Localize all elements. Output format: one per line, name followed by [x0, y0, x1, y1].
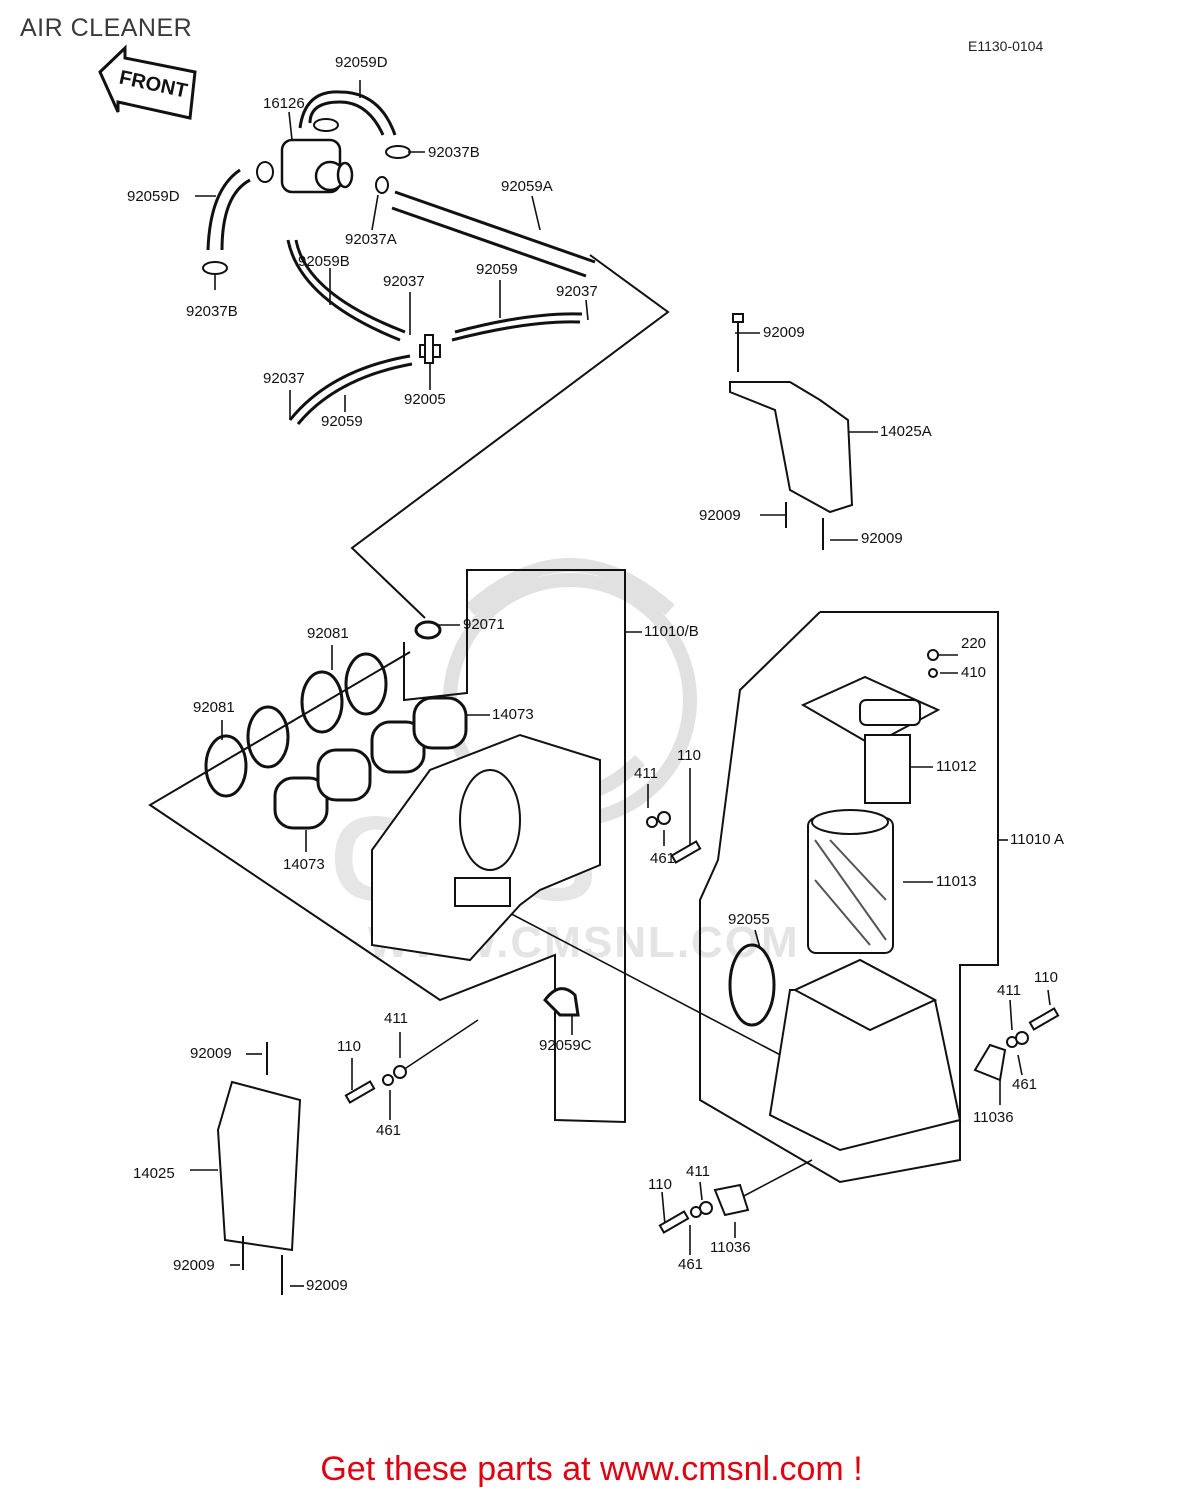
- part-label: 220: [961, 635, 987, 652]
- part-label: 14073: [492, 706, 534, 723]
- part-label: 92009: [763, 324, 805, 341]
- part-label: 11012: [936, 758, 977, 775]
- brackets-11036: [713, 1043, 1007, 1217]
- part-label: 92009: [306, 1277, 348, 1294]
- t-joint-92005: [419, 334, 441, 364]
- part-label: 461: [678, 1256, 704, 1273]
- part-label: 11036: [973, 1109, 1014, 1126]
- gasket-92055: [728, 943, 776, 1027]
- part-label: 92037: [263, 370, 305, 387]
- part-label: 410: [961, 664, 987, 681]
- part-label: 11010/B: [644, 623, 699, 640]
- fitting-92071: [414, 620, 442, 640]
- clamps: [202, 118, 411, 275]
- part-label: 92005: [404, 391, 446, 408]
- boots-14073: [273, 696, 468, 830]
- part-label: 411: [997, 982, 1021, 999]
- footer-link[interactable]: Get these parts at www.cmsnl.com !: [320, 1450, 863, 1488]
- part-label: 461: [376, 1122, 402, 1139]
- assembly-outlines: [148, 254, 999, 1184]
- cover-11012: [800, 675, 941, 804]
- part-label: 110: [648, 1176, 672, 1193]
- part-label: 92081: [193, 699, 235, 716]
- housing-11010a: [768, 958, 962, 1152]
- part-label: 92071: [463, 616, 505, 633]
- part-label: 92009: [861, 530, 903, 547]
- part-label: 110: [1034, 969, 1058, 986]
- part-label: 14073: [283, 856, 325, 873]
- part-label: 411: [634, 765, 658, 782]
- part-label: 92009: [190, 1045, 232, 1062]
- case-11010b: [371, 733, 601, 962]
- bolts: [344, 649, 1060, 1234]
- part-label: 11036: [710, 1239, 751, 1256]
- part-label: 92009: [173, 1257, 215, 1274]
- part-label: 92037: [383, 273, 425, 290]
- cover-14025a: [729, 313, 854, 550]
- part-label: 92059D: [335, 54, 388, 71]
- part-label: 92059C: [539, 1037, 592, 1054]
- leader-lines: [190, 80, 1051, 1287]
- part-label: 92055: [728, 911, 770, 928]
- part-label: 461: [1012, 1076, 1038, 1093]
- cover-14025: [216, 1042, 302, 1295]
- part-label: 11010 A: [1010, 831, 1064, 848]
- part-label: 92059A: [501, 178, 553, 195]
- page-title: AIR CLEANER: [20, 14, 193, 42]
- rings-92081: [204, 652, 388, 798]
- element-11013: [807, 809, 894, 954]
- part-label: 411: [384, 1010, 408, 1027]
- part-label: 110: [337, 1038, 361, 1055]
- part-label: 461: [650, 850, 676, 867]
- part-label: 92009: [699, 507, 741, 524]
- part-label: 92037: [556, 283, 598, 300]
- part-label: 92037A: [345, 231, 397, 248]
- part-label: 16126: [263, 95, 305, 112]
- hoses: [206, 90, 596, 425]
- elbow-92059c: [543, 987, 580, 1017]
- part-label: 92037B: [428, 144, 480, 161]
- part-label: 92059B: [298, 253, 350, 270]
- part-label: 92081: [307, 625, 349, 642]
- part-label: 92059D: [127, 188, 180, 205]
- part-label: 14025: [133, 1165, 175, 1182]
- part-label: 14025A: [880, 423, 932, 440]
- valve-16126: [280, 138, 354, 194]
- front-arrow-icon: FRONT: [98, 44, 197, 120]
- part-label: 92059: [321, 413, 363, 430]
- part-label: 11013: [936, 873, 977, 890]
- part-label: 411: [686, 1163, 710, 1180]
- part-label: 110: [677, 747, 701, 764]
- part-label: 92037B: [186, 303, 238, 320]
- diagram-code: E1130-0104: [968, 38, 1044, 54]
- part-label: 92059: [476, 261, 518, 278]
